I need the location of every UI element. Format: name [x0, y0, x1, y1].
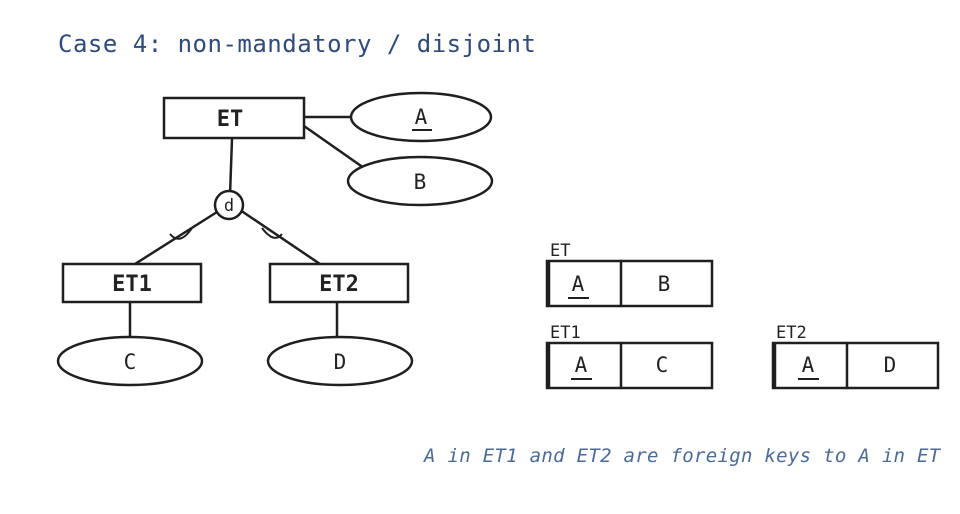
entity-et-label: ET [217, 107, 244, 132]
foreign-key-note: A in ET1 and ET2 are foreign keys to A i… [424, 445, 941, 467]
diagram-title: Case 4: non-mandatory / disjoint [58, 30, 537, 58]
subset-symbol-et1 [169, 227, 193, 240]
attribute-d [266, 335, 414, 387]
relation-et2-col-d: D [884, 353, 897, 377]
disjoint-circle [213, 189, 245, 221]
entity-et [162, 96, 306, 140]
relation-et2-name: ET2 [776, 323, 807, 343]
attribute-d-label: D [334, 350, 347, 374]
attribute-c [56, 335, 204, 387]
attribute-a [349, 91, 493, 143]
relation-et1-col-a: A [575, 353, 588, 377]
attribute-c-label: C [124, 350, 137, 374]
relation-et2-col-a: A [802, 353, 815, 377]
entity-et1-label: ET1 [112, 272, 152, 297]
connector-et-disjoint [228, 137, 234, 197]
relation-et1-name: ET1 [550, 323, 581, 343]
connector-disjoint-et2 [241, 210, 322, 266]
attribute-a-label: A [415, 105, 428, 129]
relation-et-name: ET [550, 241, 570, 261]
connector-et-b [302, 124, 366, 170]
entity-et2-label: ET2 [319, 272, 359, 297]
attribute-b-label: B [414, 170, 427, 194]
relation-et2-table [771, 341, 940, 390]
relation-et1-table [545, 341, 714, 390]
relation-et-col-a: A [572, 272, 585, 296]
disjoint-label: d [224, 196, 234, 216]
relation-et1-col-c: C [656, 353, 669, 377]
entity-et2 [268, 262, 410, 304]
relation-et-col-b: B [658, 272, 671, 296]
subset-symbol-et2 [261, 227, 283, 239]
entity-et1 [61, 262, 203, 304]
attribute-b [346, 155, 494, 207]
